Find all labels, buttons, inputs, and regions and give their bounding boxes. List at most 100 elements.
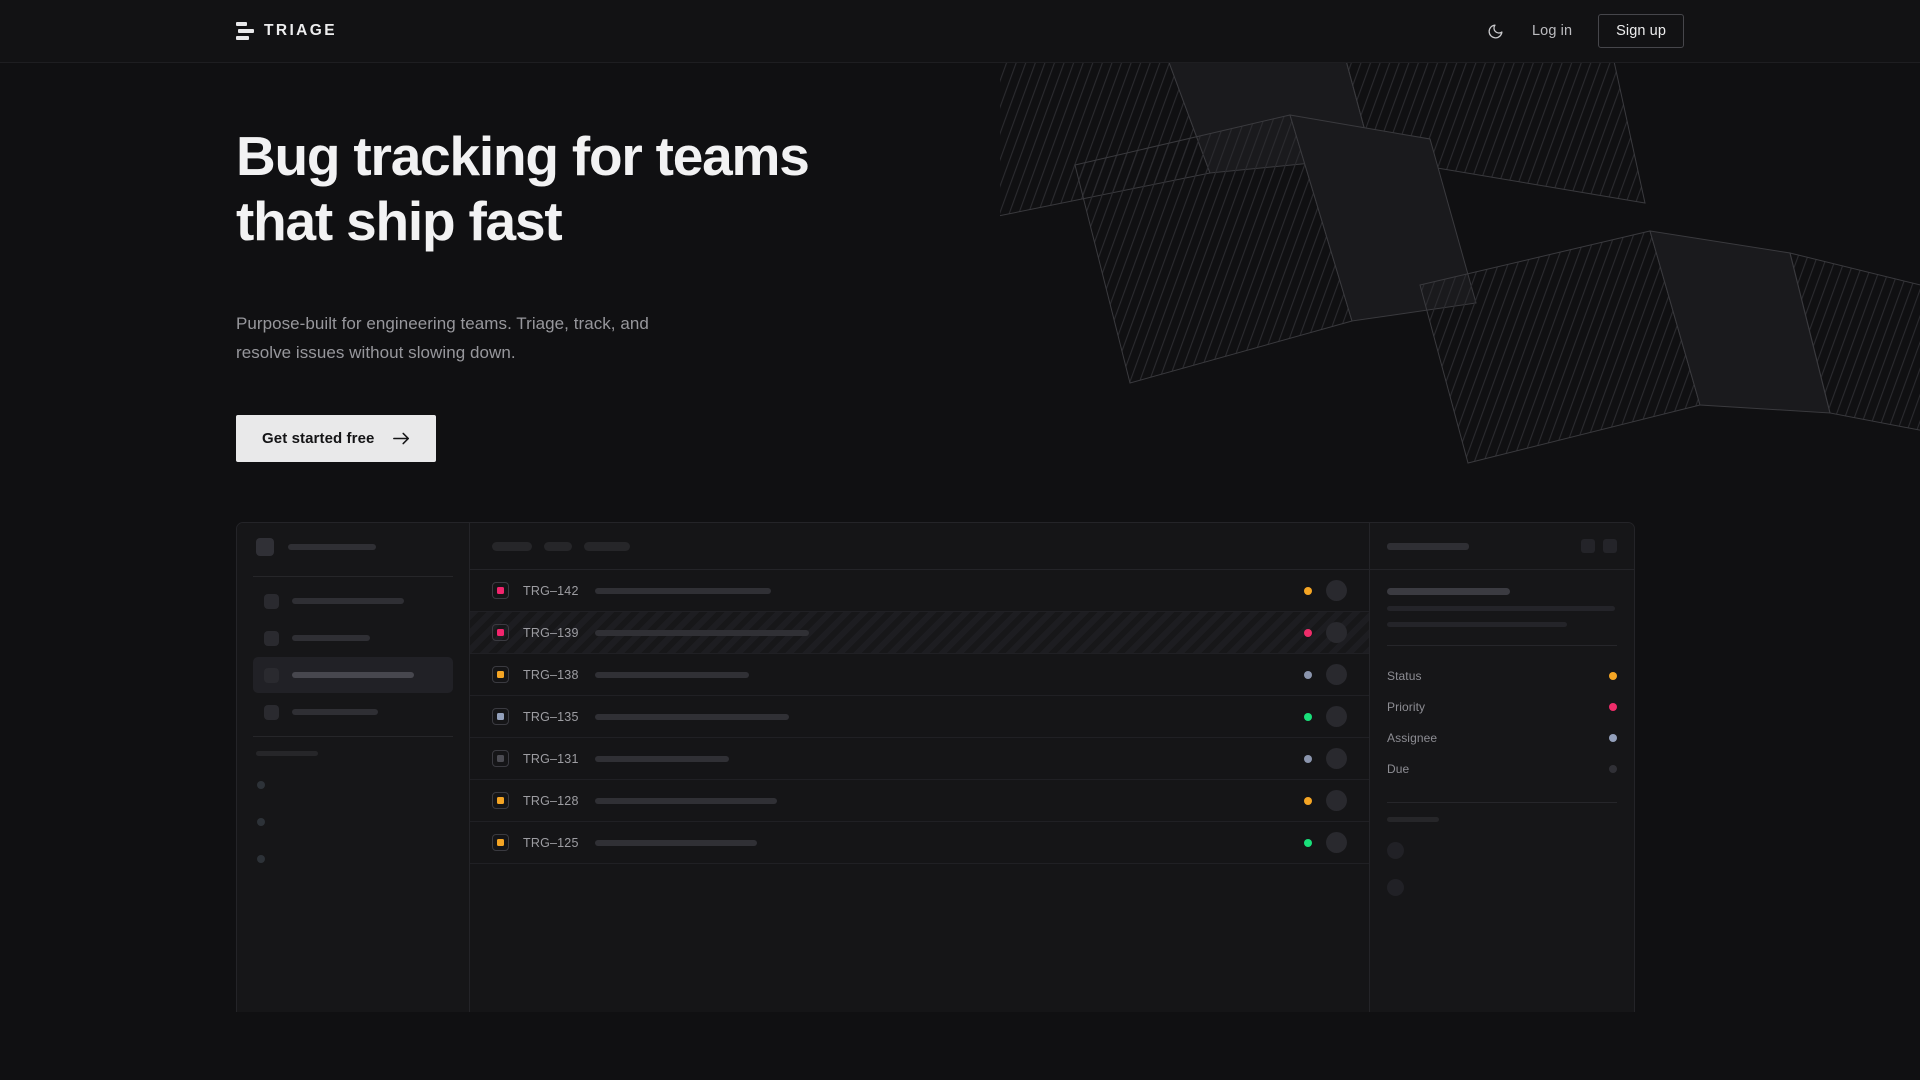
detail-meta-label: Due (1387, 761, 1410, 776)
detail-meta-row[interactable]: Status (1387, 660, 1617, 691)
table-row[interactable]: TRG–142 (470, 570, 1369, 612)
issue-row-meta (1286, 748, 1347, 769)
headline-line-1: Bug tracking for teams (236, 125, 810, 187)
table-row[interactable]: TRG–128 (470, 780, 1369, 822)
issue-type-icon (492, 582, 509, 599)
issue-row-meta (1286, 832, 1347, 853)
sidebar-item-icon (264, 630, 279, 646)
avatar[interactable] (1326, 832, 1347, 853)
detail-meta-value-dot (1609, 733, 1617, 742)
sidebar-project-0[interactable] (253, 766, 453, 803)
detail-issue-title-placeholder (1387, 588, 1510, 595)
sidebar-item-label (292, 635, 370, 641)
issue-id: TRG–125 (523, 835, 579, 850)
login-link[interactable]: Log in (1532, 23, 1573, 39)
detail-meta-row[interactable]: Priority (1387, 691, 1617, 722)
detail-meta-row[interactable]: Due (1387, 753, 1617, 784)
toolbar-control-1[interactable] (544, 541, 572, 551)
table-row[interactable]: TRG–135 (470, 696, 1369, 738)
toolbar-control-0[interactable] (492, 541, 532, 551)
detail-meta-value-dot (1609, 764, 1617, 773)
sidebar-item-2[interactable] (253, 657, 453, 693)
activity-avatar-1[interactable] (1387, 879, 1404, 896)
detail-meta-value-dot (1609, 702, 1617, 711)
detail-title-placeholder (1387, 542, 1469, 550)
status-badge (1304, 712, 1312, 721)
avatar[interactable] (1326, 664, 1347, 685)
avatar[interactable] (1326, 580, 1347, 601)
arrow-right-icon (393, 432, 410, 445)
sidebar-item-1[interactable] (253, 620, 453, 656)
table-row[interactable]: TRG–125 (470, 822, 1369, 864)
avatar[interactable] (1326, 748, 1347, 769)
issue-id: TRG–142 (523, 583, 579, 598)
detail-meta-value-dot (1609, 671, 1617, 680)
status-badge (1304, 586, 1312, 595)
issue-id: TRG–138 (523, 667, 579, 682)
issue-title-placeholder (595, 797, 777, 804)
mockup-sidebar-logo[interactable] (253, 523, 453, 570)
get-started-label: Get started free (262, 430, 375, 447)
issue-type-icon (492, 624, 509, 641)
detail-action-icon-0[interactable] (1581, 539, 1595, 553)
issue-type-icon (492, 834, 509, 851)
avatar[interactable] (1326, 790, 1347, 811)
detail-meta-row[interactable]: Assignee (1387, 722, 1617, 753)
sidebar-item-icon (264, 593, 279, 609)
detail-meta-label: Assignee (1387, 730, 1438, 745)
table-row[interactable]: TRG–138 (470, 654, 1369, 696)
striped-ribbon-decoration (1000, 63, 1920, 464)
issue-type-icon (492, 750, 509, 767)
workspace-name-placeholder (288, 543, 376, 550)
table-row[interactable]: TRG–139 (470, 612, 1369, 654)
issue-id: TRG–131 (523, 751, 579, 766)
issue-id: TRG–135 (523, 709, 579, 724)
brand-logo[interactable]: TRIAGE (236, 22, 337, 40)
issue-title-placeholder (595, 587, 771, 594)
detail-divider-2 (1387, 802, 1617, 803)
signup-button[interactable]: Sign up (1598, 14, 1684, 48)
mockup-sidebar-projects (253, 766, 453, 877)
status-badge (1304, 838, 1312, 847)
issue-row-meta (1286, 622, 1347, 643)
avatar[interactable] (1326, 622, 1347, 643)
status-badge (1304, 754, 1312, 763)
app-icon (256, 537, 274, 556)
detail-activity-list (1387, 842, 1617, 896)
toolbar-control-2[interactable] (584, 541, 630, 551)
activity-avatar-0[interactable] (1387, 842, 1404, 859)
issue-row-meta (1286, 580, 1347, 601)
issue-title-placeholder (595, 713, 789, 720)
headline-line-2: that ship fast (236, 190, 563, 252)
navbar-inner: TRIAGE Log in Sign up (0, 14, 1920, 48)
sidebar-item-label (292, 598, 404, 604)
issue-row-meta (1286, 790, 1347, 811)
status-badge (1304, 628, 1312, 637)
sidebar-divider-top (253, 576, 453, 577)
avatar[interactable] (1326, 706, 1347, 727)
brand-name: TRIAGE (264, 22, 337, 39)
sidebar-project-2[interactable] (253, 840, 453, 877)
detail-action-icon-1[interactable] (1603, 539, 1617, 553)
mockup-sidebar (237, 523, 470, 1012)
top-navbar: TRIAGE Log in Sign up (0, 0, 1920, 63)
project-dot-icon (257, 854, 265, 863)
sidebar-project-1[interactable] (253, 803, 453, 840)
hero-copy: Bug tracking for teams that ship fast Pu… (236, 124, 996, 462)
issue-row-meta (1286, 706, 1347, 727)
project-dot-icon (257, 780, 265, 789)
sidebar-item-0[interactable] (253, 583, 453, 619)
table-row[interactable]: TRG–131 (470, 738, 1369, 780)
issue-type-icon (492, 792, 509, 809)
get-started-button[interactable]: Get started free (236, 415, 437, 462)
moon-icon[interactable] (1484, 20, 1506, 42)
sidebar-item-3[interactable] (253, 694, 453, 730)
detail-actions (1581, 539, 1617, 553)
issue-id: TRG–128 (523, 793, 579, 808)
sidebar-item-icon (264, 667, 279, 683)
